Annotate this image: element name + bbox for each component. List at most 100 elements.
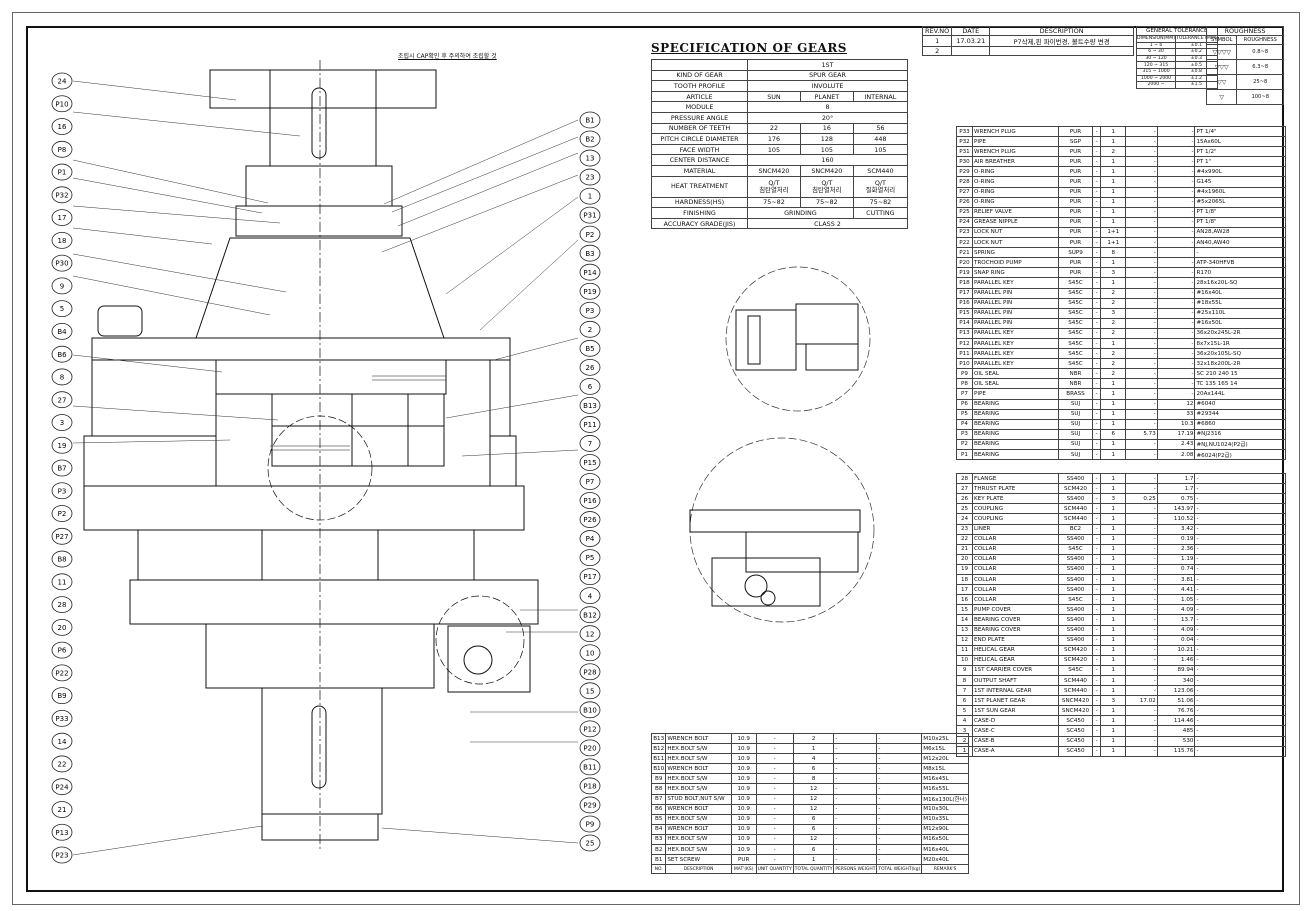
svg-text:25: 25 <box>586 840 595 848</box>
balloon-b10: B10 <box>579 701 601 719</box>
balloon-3: 3 <box>51 414 73 431</box>
balloon-6: 6 <box>579 377 601 395</box>
svg-text:B7: B7 <box>57 465 66 473</box>
assembly-section-drawing <box>72 60 579 856</box>
detail-view-pump <box>689 437 875 623</box>
svg-text:20: 20 <box>58 624 67 632</box>
balloon-p17: P17 <box>579 568 601 586</box>
svg-text:P33: P33 <box>55 715 68 723</box>
balloon-p23: P23 <box>51 846 73 864</box>
balloon-b2: B2 <box>579 130 601 148</box>
balloon-25: 25 <box>579 834 601 852</box>
svg-text:P32: P32 <box>55 191 68 199</box>
svg-text:P4: P4 <box>586 535 595 543</box>
sheet-outer-border <box>12 12 1300 905</box>
svg-text:27: 27 <box>58 396 67 404</box>
svg-text:P29: P29 <box>583 802 596 810</box>
general-tolerance-table: GENERAL TOLERANCE DIMENSION(MM)TOLERANCE… <box>1135 26 1218 89</box>
svg-text:P17: P17 <box>583 573 596 581</box>
balloon-22: 22 <box>51 755 73 773</box>
svg-text:P27: P27 <box>55 533 68 541</box>
balloon-p33: P33 <box>51 710 73 727</box>
svg-text:P16: P16 <box>583 497 597 505</box>
balloon-5: 5 <box>51 300 73 318</box>
svg-text:8: 8 <box>60 374 64 382</box>
balloon-p5: P5 <box>579 549 601 567</box>
svg-text:B10: B10 <box>583 706 597 714</box>
balloon-b4: B4 <box>51 323 73 340</box>
tolerance-row: 2000 ~±1.5 <box>1135 81 1218 89</box>
svg-text:10: 10 <box>586 649 595 657</box>
balloon-26: 26 <box>579 358 601 376</box>
svg-text:13: 13 <box>586 155 595 163</box>
balloon-p11: P11 <box>579 416 601 433</box>
tolerance-row: 120 ~ 315±0.5 <box>1135 61 1218 69</box>
balloon-p3: P3 <box>51 482 73 500</box>
balloon-18: 18 <box>51 231 73 249</box>
svg-text:P10: P10 <box>55 100 68 108</box>
balloon-p14: P14 <box>579 263 601 281</box>
balloon-p22: P22 <box>51 664 73 682</box>
balloon-2: 2 <box>579 320 601 338</box>
tolerance-row: 1 ~ 6±0.1 <box>1135 41 1218 50</box>
balloon-p6: P6 <box>51 641 73 659</box>
balloon-p27: P27 <box>51 527 73 545</box>
svg-text:16: 16 <box>58 123 67 131</box>
svg-text:P12: P12 <box>583 725 596 733</box>
balloon-b11: B11 <box>579 758 601 776</box>
svg-text:22: 22 <box>58 761 67 769</box>
balloon-4: 4 <box>579 587 601 605</box>
svg-text:3: 3 <box>60 419 64 427</box>
svg-text:28: 28 <box>58 601 67 609</box>
svg-text:B11: B11 <box>583 763 597 771</box>
tolerance-row: 1000 ~ 2000±1.2 <box>1135 74 1218 83</box>
roughness-row: ▽▽▽6.3~8 <box>1205 59 1284 75</box>
svg-text:P2: P2 <box>58 510 67 518</box>
balloon-p20: P20 <box>579 739 601 757</box>
svg-text:B6: B6 <box>57 351 67 359</box>
balloon-b8: B8 <box>51 550 73 568</box>
svg-text:B13: B13 <box>583 402 597 410</box>
balloon-16: 16 <box>51 118 73 135</box>
svg-text:P5: P5 <box>586 554 595 562</box>
svg-text:15: 15 <box>586 687 595 695</box>
svg-text:7: 7 <box>588 440 592 448</box>
balloon-13: 13 <box>579 149 601 167</box>
svg-text:P13: P13 <box>55 829 68 837</box>
balloon-b5: B5 <box>579 339 601 357</box>
balloon-19: 19 <box>51 436 73 454</box>
svg-text:P20: P20 <box>583 744 596 752</box>
svg-text:5: 5 <box>60 305 64 313</box>
svg-text:P26: P26 <box>583 516 597 524</box>
balloon-12: 12 <box>579 625 601 643</box>
svg-text:B12: B12 <box>583 611 597 619</box>
svg-text:P3: P3 <box>58 487 67 495</box>
balloon-p9: P9 <box>579 815 601 833</box>
svg-text:P24: P24 <box>55 783 69 791</box>
